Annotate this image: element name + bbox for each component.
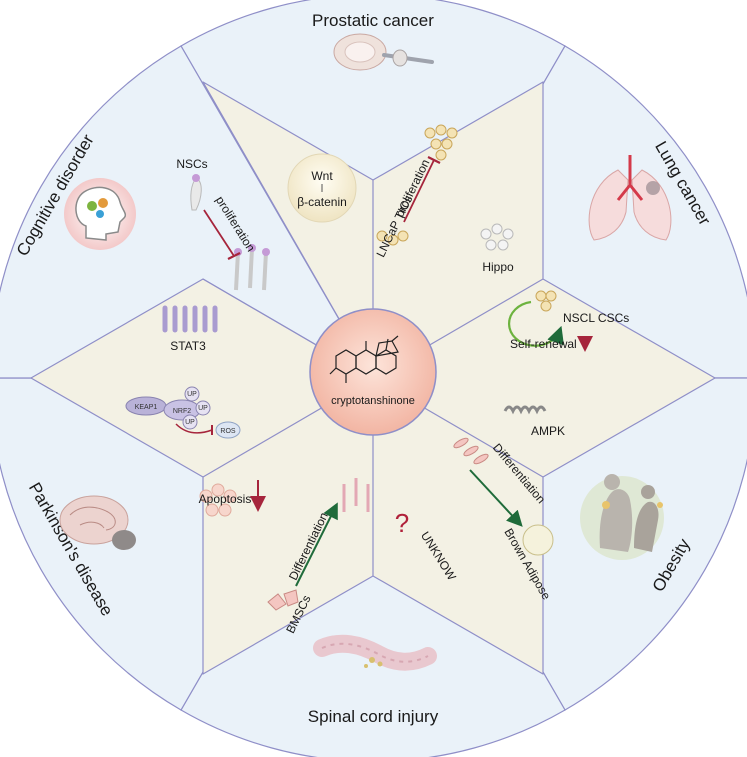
up-3-label: UP	[185, 419, 195, 426]
stat3-label: STAT3	[170, 339, 206, 353]
nscl-panel: NSCL CSCs Self-renewal	[507, 290, 629, 352]
prostate-icon	[333, 33, 434, 71]
bmsc-cells-icon	[267, 589, 299, 611]
up-2-label: UP	[198, 405, 208, 412]
apoptosis-label: Apoptosis	[199, 492, 252, 506]
stat3-protein-icon	[162, 305, 218, 333]
apoptotic-cells-icon	[199, 483, 237, 517]
wnt-label: Wnt	[311, 169, 333, 183]
disease-prostatic-label: Prostatic cancer	[312, 11, 434, 30]
wnt-pathway-panel: Wnt β-catenin	[287, 153, 357, 223]
ros-label: ROS	[220, 428, 236, 435]
nscl-cells-icon	[535, 290, 557, 312]
beta-catenin-label: β-catenin	[297, 195, 347, 209]
disease-spinal-label: Spinal cord injury	[308, 707, 439, 726]
neuron-cells-icon	[342, 478, 370, 512]
nscl-csc-label: NSCL CSCs	[563, 311, 629, 325]
brain-icon	[59, 495, 136, 550]
hippo-spheres-icon	[480, 223, 514, 251]
head-icon	[64, 178, 136, 250]
tic-cells-icon	[376, 124, 458, 246]
ampk-panel: AMPK	[503, 405, 565, 438]
spinal-cord-icon	[313, 634, 437, 671]
hippo-panel: Hippo	[480, 223, 514, 274]
keap1-label: KEAP1	[135, 404, 158, 411]
center-node: cryptotanshinone	[309, 308, 437, 436]
stat3-panel: STAT3	[162, 305, 218, 353]
brown-adipocyte-icon	[522, 524, 554, 556]
hippo-label: Hippo	[482, 260, 514, 274]
self-renewal-label: Self-renewal	[510, 337, 577, 351]
ampk-label: AMPK	[531, 424, 565, 438]
lungs-icon	[588, 155, 672, 241]
obesity-icon	[580, 474, 664, 560]
molecule-structure-icon	[329, 335, 399, 383]
center-label: cryptotanshinone	[331, 395, 415, 407]
sector-cognitive	[0, 45, 375, 379]
up-1-label: UP	[187, 391, 197, 398]
keap1-nrf2-panel: KEAP1 NRF2 UP UP UP ROS	[125, 386, 241, 439]
nscs-label: NSCs	[176, 157, 207, 171]
ampk-protein-icon	[503, 405, 547, 415]
question-mark-icon: ?	[395, 508, 409, 538]
nsc-cells-icon	[190, 177, 268, 291]
preadipocyte-icon	[453, 437, 489, 465]
nrf2-label: NRF2	[173, 408, 191, 415]
apoptosis-panel: Apoptosis	[199, 480, 266, 517]
